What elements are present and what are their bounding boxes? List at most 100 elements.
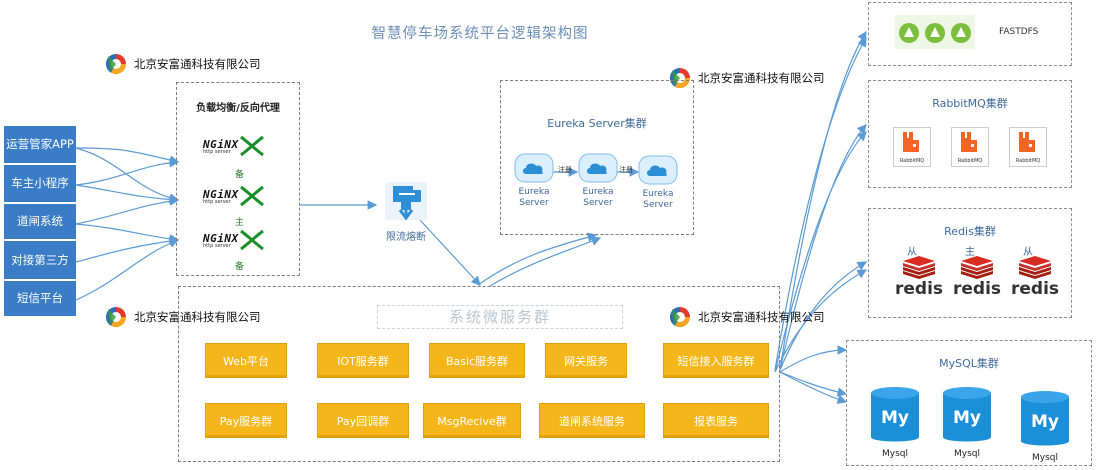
database-icon: My	[1021, 391, 1069, 446]
company-logo-icon	[105, 53, 127, 75]
nginx-logo: NGiNX http server	[203, 135, 265, 157]
database-icon: My	[871, 387, 919, 442]
redis-box: Redis集群 从 主 从 redis redis redis	[868, 208, 1072, 318]
microservices-title: 系统微服务群	[377, 305, 623, 329]
redis-icon	[1019, 256, 1051, 279]
nginx-x-icon	[239, 229, 264, 251]
rabbitmq-node: RabbitMQ	[893, 127, 931, 167]
nginx-x-icon	[239, 135, 264, 157]
company-logo-icon	[105, 306, 127, 328]
redis-title: Redis集群	[944, 225, 996, 238]
cloud-icon	[578, 153, 618, 183]
service-basic: Basic服务群	[429, 343, 525, 378]
arrow-ms-mysql	[779, 371, 848, 397]
service-sms-access: 短信接入服务群	[663, 343, 769, 378]
fastdfs-icon	[895, 15, 975, 49]
rabbitmq-icon	[961, 132, 977, 152]
company-name: 北京安富通科技有限公司	[134, 310, 261, 324]
redis-node: redis	[1007, 255, 1063, 299]
eureka-node: Eureka Server	[577, 153, 619, 209]
service-gateway: 网关服务	[545, 343, 627, 378]
nginx-text: NGiNX	[203, 137, 239, 151]
eureka-node-label: Eureka Server	[518, 187, 550, 208]
main-label: 主	[235, 218, 245, 228]
mysql-node-label: Mysql	[1032, 453, 1058, 463]
client-miniprogram: 车主小程序	[4, 165, 76, 204]
mysql-logo-text: My	[881, 408, 909, 428]
arrow-client-lb	[75, 157, 180, 186]
mysql-logo-text: My	[953, 408, 981, 428]
arrow-client-lb	[75, 223, 180, 244]
redis-word: redis	[894, 279, 944, 299]
redis-role-label: 从	[1023, 247, 1033, 258]
nginx-text: NGiNX	[203, 187, 239, 201]
fastdfs-title: FASTDFS	[999, 27, 1039, 37]
client-ops-app: 运营管家APP	[4, 126, 76, 165]
mysql-node: My Mysql	[867, 385, 923, 459]
rabbitmq-title: RabbitMQ集群	[932, 97, 1008, 110]
redis-icon	[961, 256, 993, 279]
redis-role-label: 从	[907, 247, 917, 258]
mysql-logo-text: My	[1031, 412, 1059, 432]
company-label: 北京安富通科技有限公司	[104, 52, 261, 76]
database-icon: My	[943, 387, 991, 442]
service-msgrecive: MsgRecive群	[423, 403, 521, 438]
load-balancer-title: 负载均衡/反向代理	[196, 103, 280, 114]
arrow-client-lb	[75, 196, 180, 225]
service-reports: 报表服务	[663, 403, 769, 438]
mysql-node: My Mysql	[939, 385, 995, 459]
company-logo-icon	[669, 306, 691, 328]
arrow-ms-mysql	[779, 371, 848, 404]
service-gate-system: 道闸系统服务	[539, 403, 645, 438]
rabbitmq-node-label: RabbitMQ	[899, 158, 925, 164]
mysql-node-label: Mysql	[954, 449, 980, 459]
arrow-ratelimit-ms	[419, 219, 481, 286]
arrow-ms-mysql	[779, 345, 848, 373]
arrow-client-lb	[75, 147, 180, 203]
arrow-ms-fastdfs	[774, 36, 867, 371]
redis-word: redis	[1010, 279, 1060, 299]
nginx-sub: http server	[203, 148, 231, 155]
company-label: 北京安富通科技有限公司	[668, 305, 825, 329]
redis-node: redis	[891, 255, 947, 299]
nginx-x-icon	[239, 185, 264, 207]
client-third-party: 对接第三方	[4, 241, 76, 281]
arrow-ms-rabbitmq	[774, 131, 867, 373]
company-name: 北京安富通科技有限公司	[698, 71, 825, 85]
rate-limit-node: 限流熔断	[378, 180, 434, 243]
load-balancer-box: 负载均衡/反向代理 NGiNX http server 备 NGiNX http…	[176, 82, 300, 276]
mysql-title: MySQL集群	[939, 357, 999, 370]
service-iot: IOT服务群	[317, 343, 409, 378]
rate-limit-label: 限流熔断	[386, 232, 426, 243]
rabbitmq-box: RabbitMQ集群 RabbitMQ RabbitMQ RabbitMQ	[868, 80, 1072, 188]
arrow-ms-rabbitmq	[779, 124, 867, 371]
redis-node: redis	[949, 255, 1005, 299]
backup-label: 备	[235, 262, 245, 272]
fastdfs-box: FASTDFS	[868, 2, 1072, 66]
rabbitmq-node-label: RabbitMQ	[957, 158, 983, 164]
arrow-ms-redis	[774, 269, 868, 373]
eureka-cluster-box: Eureka Server集群 Eureka Server 注册 Eureka …	[500, 80, 694, 235]
cloud-icon	[638, 155, 678, 185]
backup-label: 备	[235, 170, 245, 180]
arrow-client-lb	[75, 236, 180, 263]
client-sms-platform: 短信平台	[4, 281, 76, 318]
arrow-ms-eureka	[477, 232, 598, 286]
nginx-sub: http server	[203, 242, 231, 249]
arrow-ms-eureka	[489, 236, 602, 287]
mysql-box: MySQL集群 My Mysql My Mysql My Mysql	[846, 340, 1092, 466]
register-label: 注册	[619, 166, 633, 174]
client-gate-system: 道闸系统	[4, 204, 76, 241]
redis-role-label: 主	[965, 247, 975, 258]
rabbitmq-icon	[903, 132, 919, 152]
rate-limit-icon	[385, 182, 427, 221]
arrow-client-lb	[75, 238, 180, 301]
eureka-node: Eureka Server	[513, 153, 555, 209]
rabbitmq-node-label: RabbitMQ	[1015, 158, 1041, 164]
company-name: 北京安富通科技有限公司	[698, 310, 825, 324]
microservices-box: 系统微服务群 Web平台 IOT服务群 Basic服务群 网关服务 短信接入服务…	[178, 286, 780, 462]
eureka-node-label: Eureka Server	[582, 187, 614, 208]
rabbitmq-node: RabbitMQ	[951, 127, 989, 167]
service-pay-callback: Pay回调群	[317, 403, 409, 438]
